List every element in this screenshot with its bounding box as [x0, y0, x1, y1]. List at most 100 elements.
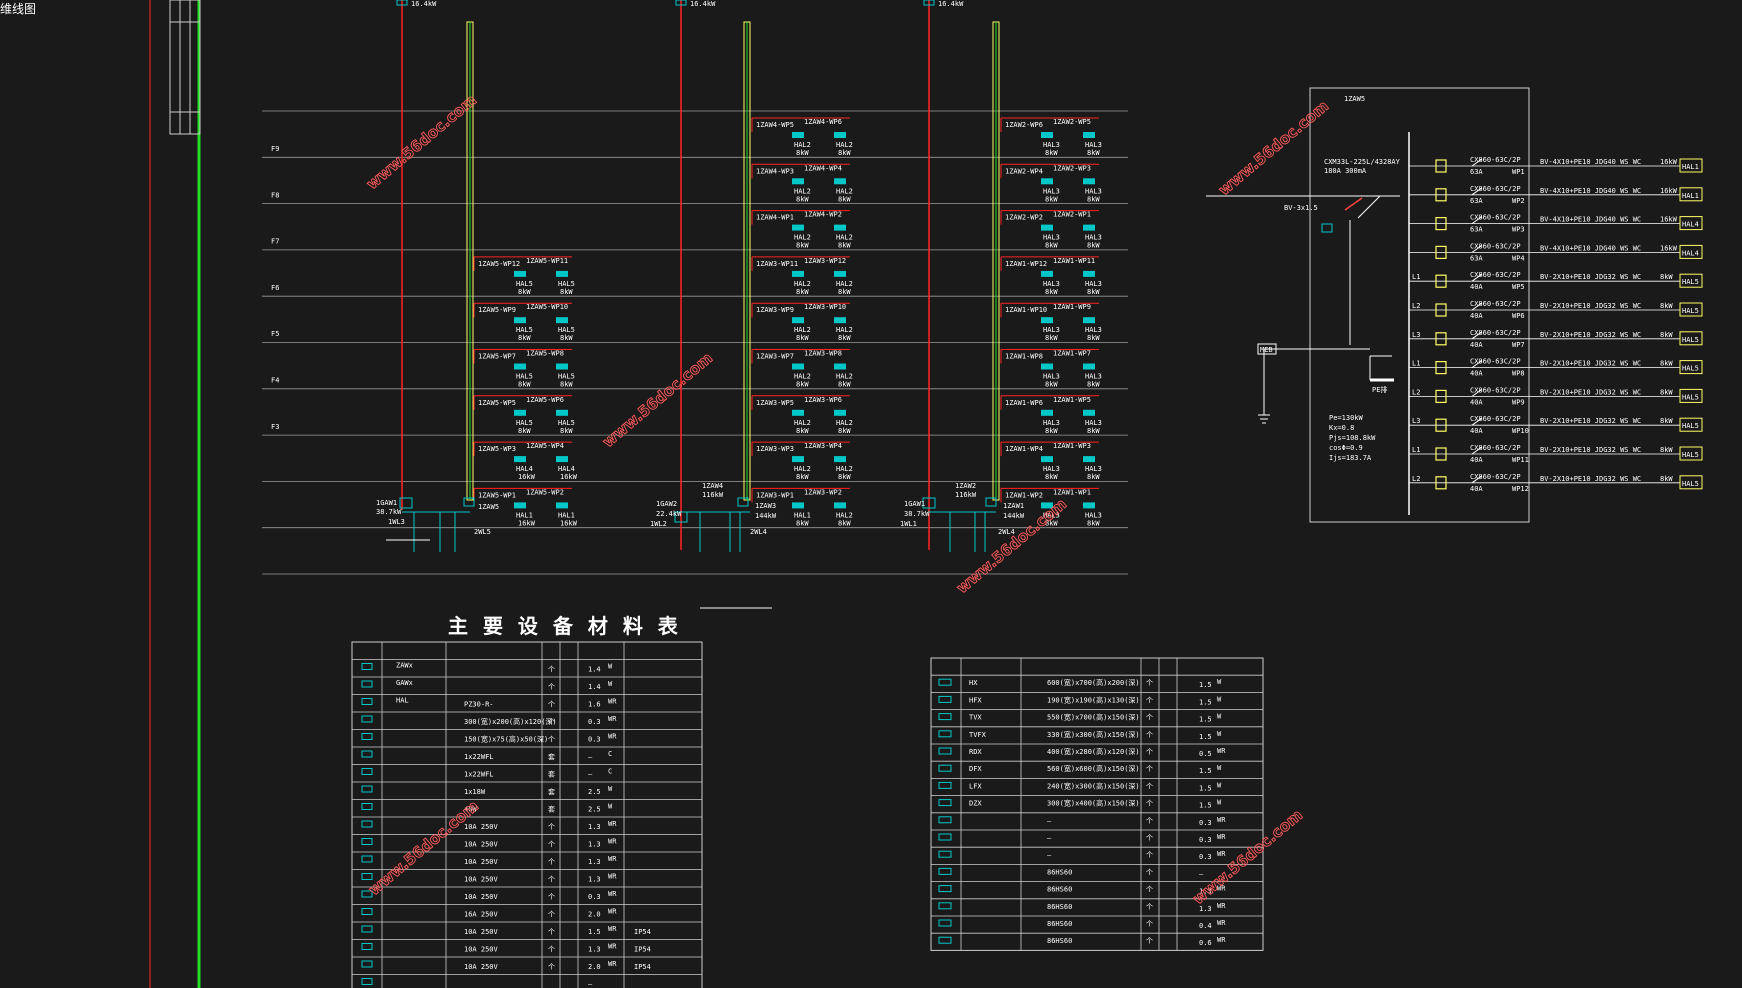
row-spec: 600(宽)x700(高)x200(深) [1047, 678, 1140, 687]
circuit-code-b: 1ZAW4-WP2 [804, 211, 842, 219]
watermark-text: www.56doc.com [1215, 97, 1332, 199]
load-power-b: 16kW [560, 473, 578, 481]
circuit-cable: BV-4X10+PE10 JDG40 WS WC [1540, 158, 1641, 166]
riser-top-box [396, 0, 408, 6]
load-box-a [1041, 224, 1053, 231]
row-mount: WR [608, 733, 617, 741]
row-mount: WR [608, 960, 617, 968]
circuit-rating: 40A [1470, 456, 1483, 464]
circuit-phase: L2 [1412, 302, 1420, 310]
load-power-b: 8kW [1087, 473, 1100, 481]
legend-symbol-icon [361, 838, 373, 845]
panel-breaker-rating: 180A 300mA [1324, 167, 1367, 175]
hal-label: HAL4 [1682, 249, 1699, 257]
load-box-b [556, 456, 568, 463]
row-height: 1.5 [588, 928, 601, 936]
row-unit: 个 [548, 876, 555, 884]
row-height: — [588, 753, 593, 761]
load-box-a [792, 502, 804, 509]
row-name: ZAWx [396, 662, 413, 670]
breaker-symbol [1435, 389, 1447, 403]
load-box-a [514, 456, 526, 463]
circuit-code-b: 1ZAW5-WP6 [526, 396, 564, 404]
load-label-b: HAL2 [836, 326, 853, 334]
load-power-a: 8kW [518, 427, 531, 435]
calc-cos: cosΦ=0.9 [1329, 444, 1363, 452]
row-spec: 10A 250V [464, 893, 499, 901]
load-label-a: HAL2 [794, 280, 811, 288]
ground-distribution-1: 1GAW1 38.7kW 1ZAW5 1WL3 2WL5 [376, 497, 499, 552]
row-height: 2.5 [588, 806, 601, 814]
row-unit: 个 [1146, 851, 1153, 859]
switch-symbol [1471, 446, 1483, 455]
load-label-b: HAL3 [1085, 373, 1102, 381]
load-label-a: HAL3 [1043, 141, 1060, 149]
circuit-wp: WP6 [1512, 312, 1525, 320]
load-box-a [514, 363, 526, 370]
load-box-a [792, 178, 804, 185]
row-mount: W [1217, 713, 1222, 721]
row-mount: WR [608, 715, 617, 723]
row-height: 1.5 [1199, 698, 1212, 706]
breaker-symbol [1435, 418, 1447, 432]
circuit-kw: 16kW [1660, 187, 1678, 195]
load-label-a: HAL2 [794, 187, 811, 195]
load-power-a: 8kW [1045, 195, 1058, 203]
hal-box [1679, 417, 1703, 432]
load-box-a [1041, 502, 1053, 509]
load-label-b: HAL3 [1085, 326, 1102, 334]
row-spec: 86HS60 [1047, 886, 1072, 894]
load-box-a [1041, 270, 1053, 277]
circuit-code-a: 1ZAW4-WP1 [756, 214, 794, 222]
circuit-switch: CX860-63C/2P [1470, 358, 1521, 366]
circuit-kw: 8kW [1660, 360, 1673, 368]
load-power-b: 8kW [1087, 149, 1100, 157]
row-name: DFX [969, 765, 982, 773]
load-power-b: 8kW [838, 288, 851, 296]
row-spec: 400(宽)x280(高)x120(深) [1047, 747, 1140, 756]
load-label-b: HAL5 [558, 373, 575, 381]
table-row: — [361, 978, 593, 988]
ground-distribution-3: 1GAW1 38.7kW 1ZAW2 116kW 1ZAW1 144kW 1WL… [900, 482, 1025, 552]
legend-symbol-icon [361, 698, 373, 705]
spd-box [1321, 223, 1333, 233]
breaker-symbol [1435, 447, 1447, 461]
load-power-a: 8kW [1045, 473, 1058, 481]
hal-label: HAL1 [1682, 163, 1699, 171]
row-spec: 10A 250V [464, 963, 499, 971]
load-power-b: 8kW [838, 242, 851, 250]
load-label-a: HAL3 [1043, 280, 1060, 288]
circuit-cable: BV-4X10+PE10 JDG40 WS WC [1540, 187, 1641, 195]
hal-box [1679, 187, 1703, 202]
switch-symbol [1471, 302, 1483, 311]
legend-symbol-icon [361, 680, 373, 688]
drawing-corner-label: 维线图 [0, 2, 37, 16]
row-spec: 330(宽)x300(高)x150(深) [1047, 730, 1140, 739]
legend-symbol-icon [361, 733, 373, 740]
row-unit: 个 [1146, 679, 1153, 687]
load-box-a [514, 502, 526, 509]
circuit-code-a: 1ZAW1-WP12 [1005, 260, 1047, 268]
row-spec: PZ30-R- [464, 701, 494, 709]
row-unit: 套 [548, 752, 555, 761]
circuit-cable: BV-2X10+PE10 JDG32 WS WC [1540, 388, 1641, 396]
load-box-b [834, 363, 846, 370]
circuit-kw: 8kW [1660, 302, 1673, 310]
load-box-a [792, 270, 804, 277]
circuit-switch: CX860-63C/2P [1470, 415, 1521, 423]
row-unit: 个 [1146, 903, 1153, 911]
row-spec: 300(宽)x200(高)x120(深) [464, 717, 557, 726]
circuit-phase: L2 [1412, 475, 1420, 483]
legend-symbol-icon [361, 890, 373, 898]
circuit-code-b: 1ZAW1-WP5 [1053, 396, 1091, 404]
